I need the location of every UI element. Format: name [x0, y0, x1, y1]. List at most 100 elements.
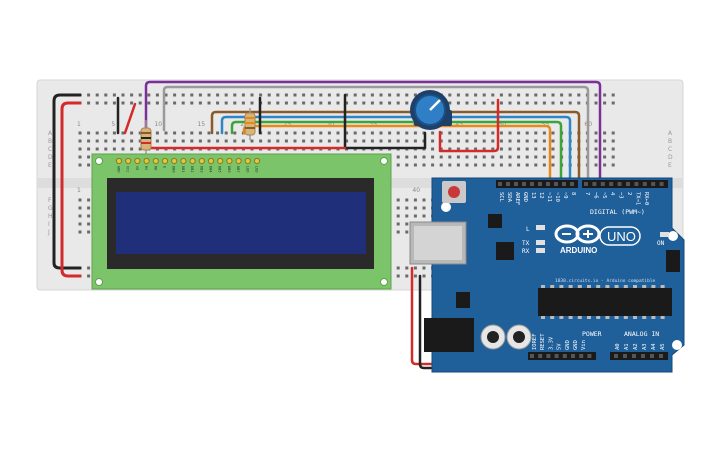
breadboard-hole	[173, 101, 177, 105]
breadboard-hole	[181, 93, 185, 97]
breadboard-row-label: A	[48, 130, 53, 137]
breadboard-hole	[138, 131, 142, 135]
breadboard-hole	[396, 214, 400, 218]
breadboard-hole	[525, 139, 529, 143]
tx-led	[536, 240, 545, 245]
breadboard-hole	[121, 139, 125, 143]
power-pin-label: GND	[565, 340, 571, 350]
wire-green	[230, 120, 563, 188]
breadboard-hole	[517, 93, 521, 97]
breadboard-column-label: 40	[412, 187, 420, 194]
breadboard-hole	[413, 214, 417, 218]
wire-black-gnd	[418, 274, 584, 370]
power-pin-label: IOREF	[532, 333, 538, 350]
breadboard-hole	[499, 163, 503, 167]
breadboard-hole	[499, 93, 503, 97]
breadboard-hole	[104, 147, 108, 151]
breadboard-hole	[491, 147, 495, 151]
breadboard-hole	[508, 131, 512, 135]
breadboard-hole	[525, 163, 529, 167]
breadboard-hole	[577, 101, 581, 105]
breadboard-row-label: C	[48, 146, 52, 153]
breadboard-hole	[362, 101, 366, 105]
breadboard-hole	[422, 198, 426, 202]
breadboard-row-label: A	[668, 130, 673, 137]
potentiometer[interactable]	[410, 90, 452, 130]
breadboard-hole	[405, 163, 409, 167]
breadboard-row-label: J	[47, 229, 50, 236]
breadboard-hole	[594, 93, 598, 97]
breadboard-hole	[465, 155, 469, 159]
breadboard-hole	[78, 198, 82, 202]
breadboard-hole	[87, 230, 91, 234]
breadboard-hole	[87, 139, 91, 143]
breadboard-hole	[465, 93, 469, 97]
breadboard-hole	[130, 147, 134, 151]
digital-pin-label: AREF	[514, 192, 520, 205]
breadboard-hole	[267, 139, 271, 143]
breadboard-hole	[121, 131, 125, 135]
resistor-1	[140, 120, 152, 155]
breadboard-hole	[310, 139, 314, 143]
digital-label: DIGITAL (PWM~)	[590, 208, 645, 216]
breadboard-hole	[499, 147, 503, 151]
breadboard-hole	[448, 163, 452, 167]
breadboard-hole	[233, 139, 237, 143]
breadboard-hole	[130, 101, 134, 105]
breadboard-hole	[302, 139, 306, 143]
breadboard-hole	[465, 147, 469, 151]
lcd-pin-label: DB6	[227, 166, 231, 173]
breadboard-row-label: C	[668, 146, 672, 153]
breadboard-hole	[413, 274, 417, 278]
breadboard-hole	[104, 101, 108, 105]
breadboard-hole	[224, 101, 228, 105]
breadboard-hole	[405, 222, 409, 226]
analog-pin-label: A3	[642, 343, 648, 350]
power-pin-label: 5V	[557, 343, 563, 350]
arduino-brand: ARDUINO	[560, 246, 597, 255]
breadboard-hole	[216, 93, 220, 97]
breadboard-hole	[499, 139, 503, 143]
lcd-pin-label: DB1	[181, 166, 185, 173]
breadboard-hole	[551, 131, 555, 135]
breadboard-hole	[474, 131, 478, 135]
breadboard-hole	[276, 101, 280, 105]
breadboard-hole	[388, 93, 392, 97]
breadboard-hole	[155, 139, 159, 143]
breadboard-hole	[413, 93, 417, 97]
breadboard-hole	[336, 93, 340, 97]
breadboard-hole	[405, 198, 409, 202]
breadboard-hole	[224, 93, 228, 97]
lcd-pin-label: DB4	[209, 166, 213, 173]
breadboard-hole	[198, 101, 202, 105]
breadboard-hole	[448, 155, 452, 159]
breadboard-hole	[448, 101, 452, 105]
breadboard-column-label: 5	[111, 121, 115, 128]
digital-pin-label: ~3	[618, 192, 624, 199]
wire-black-left-rail	[52, 93, 82, 270]
breadboard-hole	[276, 131, 280, 135]
breadboard-hole	[611, 155, 615, 159]
lcd-pin	[189, 157, 196, 165]
breadboard-hole	[104, 131, 108, 135]
breadboard-hole	[405, 230, 409, 234]
breadboard-hole	[431, 163, 435, 167]
arduino-logo-icon	[554, 224, 601, 244]
breadboard-hole	[78, 139, 82, 143]
breadboard-hole	[181, 131, 185, 135]
breadboard-hole	[517, 163, 521, 167]
breadboard-hole	[603, 139, 607, 143]
breadboard-hole	[78, 206, 82, 210]
breadboard-hole	[155, 93, 159, 97]
breadboard-hole	[250, 93, 254, 97]
breadboard-hole	[551, 163, 555, 167]
wire-red-short	[123, 102, 137, 135]
chip-text: 1830.circuits.io - Arduino compatible	[555, 278, 656, 284]
breadboard-hole	[164, 139, 168, 143]
digital-pin-label: SDA	[506, 192, 512, 203]
breadboard-hole	[284, 101, 288, 105]
breadboard-hole	[302, 101, 306, 105]
breadboard-hole	[534, 155, 538, 159]
breadboard-hole	[482, 155, 486, 159]
